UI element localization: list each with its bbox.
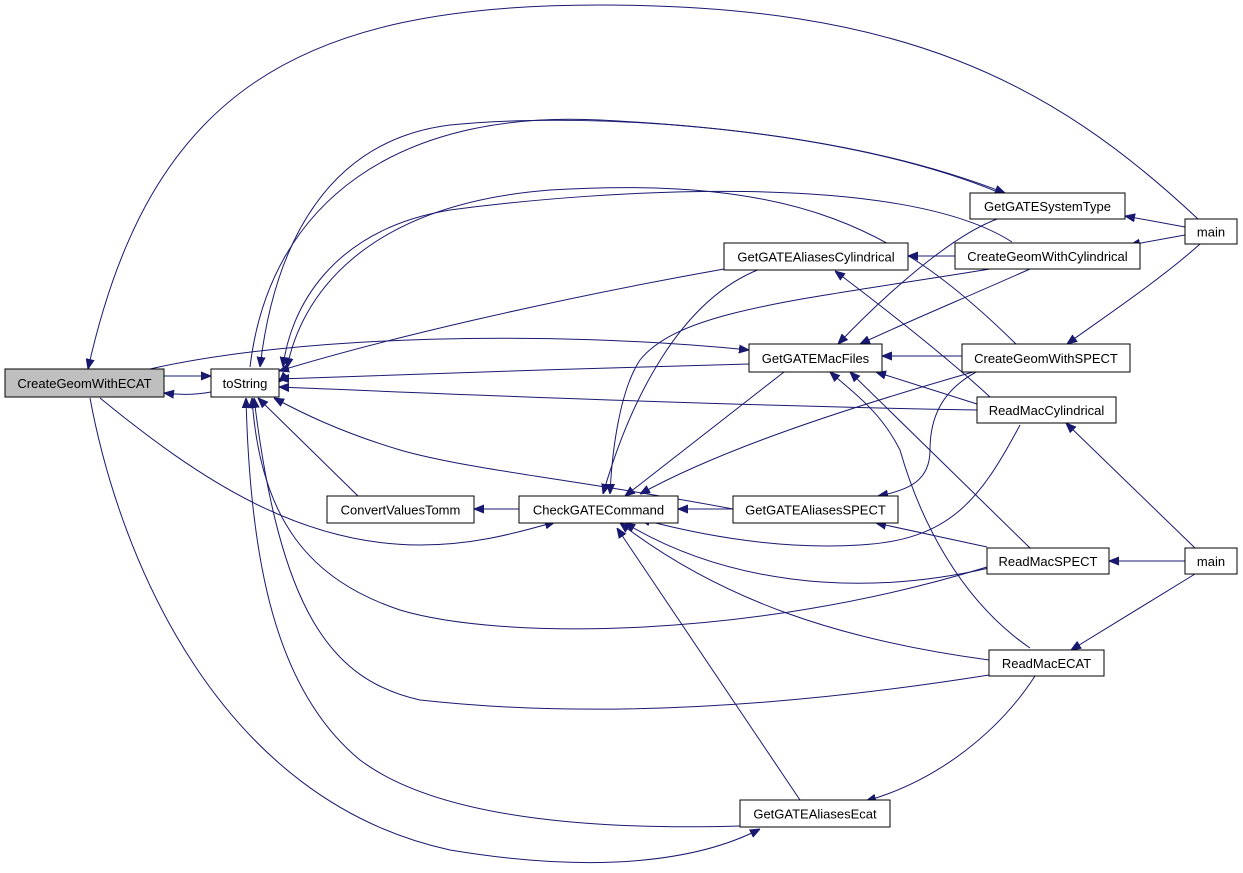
- node-label: main: [1197, 225, 1225, 240]
- node-box: [976, 396, 1117, 424]
- edge-cgecat-to-chk: [99, 397, 555, 546]
- edge-gaspect-to-tostring: [274, 398, 734, 510]
- edge-main1-to-cgspect: [1067, 243, 1201, 344]
- edge-cgcyl-to-gmac: [860, 268, 1031, 344]
- edge-cgecat-to-gmac: [149, 337, 749, 370]
- node-readmacspect[interactable]: ReadMacSPECT: [986, 547, 1110, 575]
- edge-cgspect-to-gaspect: [878, 369, 981, 496]
- edge-rmspect-to-gaspect: [876, 523, 988, 548]
- node-getgatesystemtype[interactable]: GetGATESystemType: [969, 192, 1126, 220]
- edge-gsys-to-gmac: [838, 217, 1001, 344]
- node-box: [518, 495, 679, 524]
- node-getgatemacfiles[interactable]: GetGATEMacFiles: [748, 343, 883, 373]
- node-label: ReadMacSPECT: [999, 554, 1098, 569]
- node-getgatealiasesspect[interactable]: GetGATEAliasesSPECT: [732, 495, 899, 524]
- edge-main2-to-rmcyl: [1066, 423, 1196, 549]
- edge-gmac-to-tostring: [279, 363, 750, 379]
- node-box: [723, 242, 909, 271]
- nodes: CreateGeomWithECAT toStringConvertValuesT…: [4, 192, 1238, 828]
- node-box: [961, 343, 1131, 373]
- node-label: CreateGeomWithSPECT: [974, 351, 1118, 366]
- node-box: [326, 495, 475, 524]
- node-label: CreateGeomWithCylindrical: [967, 249, 1127, 264]
- edge-rmecat-to-gaecat: [866, 675, 1036, 801]
- node-checkgatecommand[interactable]: CheckGATECommand: [518, 495, 679, 524]
- node-creategeomwithecat[interactable]: CreateGeomWithECAT: [4, 368, 165, 398]
- edge-cgcyl-to-chk: [610, 268, 991, 494]
- node-main-1[interactable]: main: [1184, 218, 1238, 245]
- edge-cgecat-to-gaecat: [89, 397, 760, 864]
- edge-cgspect-to-chk: [640, 369, 981, 494]
- edge-rmspect-to-chk: [625, 523, 990, 584]
- node-label: ReadMacECAT: [1002, 656, 1091, 671]
- edge-gacyl-to-tostring: [279, 268, 725, 371]
- node-box: [954, 242, 1141, 270]
- edge-cgcyl-to-tostring: [283, 190, 1013, 367]
- node-readmacecat[interactable]: ReadMacECAT: [988, 649, 1105, 677]
- edge-main1-to-gsys: [1125, 216, 1186, 228]
- node-label: ReadMacCylindrical: [989, 403, 1105, 418]
- edge-tostring-to-gsys: [249, 118, 1005, 368]
- edge-main2-to-rmecat: [1071, 573, 1196, 650]
- node-label: ConvertValuesTomm: [341, 503, 461, 518]
- node-label: GetGATEAliasesEcat: [753, 807, 877, 822]
- edge-rmecat-to-chk: [620, 523, 990, 661]
- node-box: [1184, 218, 1238, 245]
- node-box: [732, 495, 899, 524]
- node-box: [969, 192, 1126, 220]
- edge-rmcyl-to-gacyl: [835, 271, 991, 398]
- edge-gacyl-to-chk: [603, 268, 761, 494]
- node-label: GetGATEMacFiles: [762, 351, 870, 366]
- node-creategeomwithspect[interactable]: CreateGeomWithSPECT: [961, 343, 1131, 373]
- edge-cvt-to-tostring: [258, 398, 359, 497]
- edge-rmcyl-to-chk: [640, 424, 1021, 547]
- node-box: [986, 547, 1110, 575]
- node-box: [210, 368, 280, 398]
- node-label: GetGATESystemType: [984, 199, 1111, 214]
- edge-gaecat-to-chk: [617, 528, 801, 801]
- edge-rmecat-to-tostring: [254, 398, 990, 710]
- edge-rmcyl-to-gmac: [876, 372, 978, 405]
- node-tostring[interactable]: toString: [210, 368, 280, 398]
- node-readmaccylindrical[interactable]: ReadMacCylindrical: [976, 396, 1117, 424]
- node-label: GetGATEAliasesCylindrical: [737, 250, 894, 265]
- edge-rmcyl-to-tostring: [279, 387, 978, 411]
- node-label: main: [1197, 554, 1225, 569]
- node-getgatealiasesecat[interactable]: GetGATEAliasesEcat: [739, 799, 891, 828]
- node-label: toString: [223, 376, 268, 391]
- node-label: CheckGATECommand: [533, 503, 664, 518]
- node-creategeomwithcylindrical[interactable]: CreateGeomWithCylindrical: [954, 242, 1141, 270]
- edge-main1-to-cgecat: [88, 4, 1199, 369]
- edge-rmspect-to-tostring: [252, 398, 988, 630]
- node-main-2[interactable]: main: [1184, 547, 1238, 575]
- edges: [88, 4, 1201, 864]
- node-label: GetGATEAliasesSPECT: [745, 503, 886, 518]
- node-box: [739, 799, 891, 828]
- node-label: CreateGeomWithECAT: [17, 376, 151, 391]
- edge-rmecat-to-gmac: [830, 372, 1031, 649]
- node-box: [748, 343, 883, 373]
- node-box: [988, 649, 1105, 677]
- edge-rmspect-to-gmac: [850, 372, 1031, 549]
- edge-gaecat-to-tostring: [246, 398, 741, 828]
- edge-tostring-to-cgecat: [164, 392, 212, 394]
- node-getgatealiasescylindrical[interactable]: GetGATEAliasesCylindrical: [723, 242, 909, 271]
- node-box: [1184, 547, 1238, 575]
- node-box: [4, 368, 165, 398]
- edge-gmac-to-chk: [625, 371, 785, 496]
- node-convertvaluestomm[interactable]: ConvertValuesTomm: [326, 495, 475, 524]
